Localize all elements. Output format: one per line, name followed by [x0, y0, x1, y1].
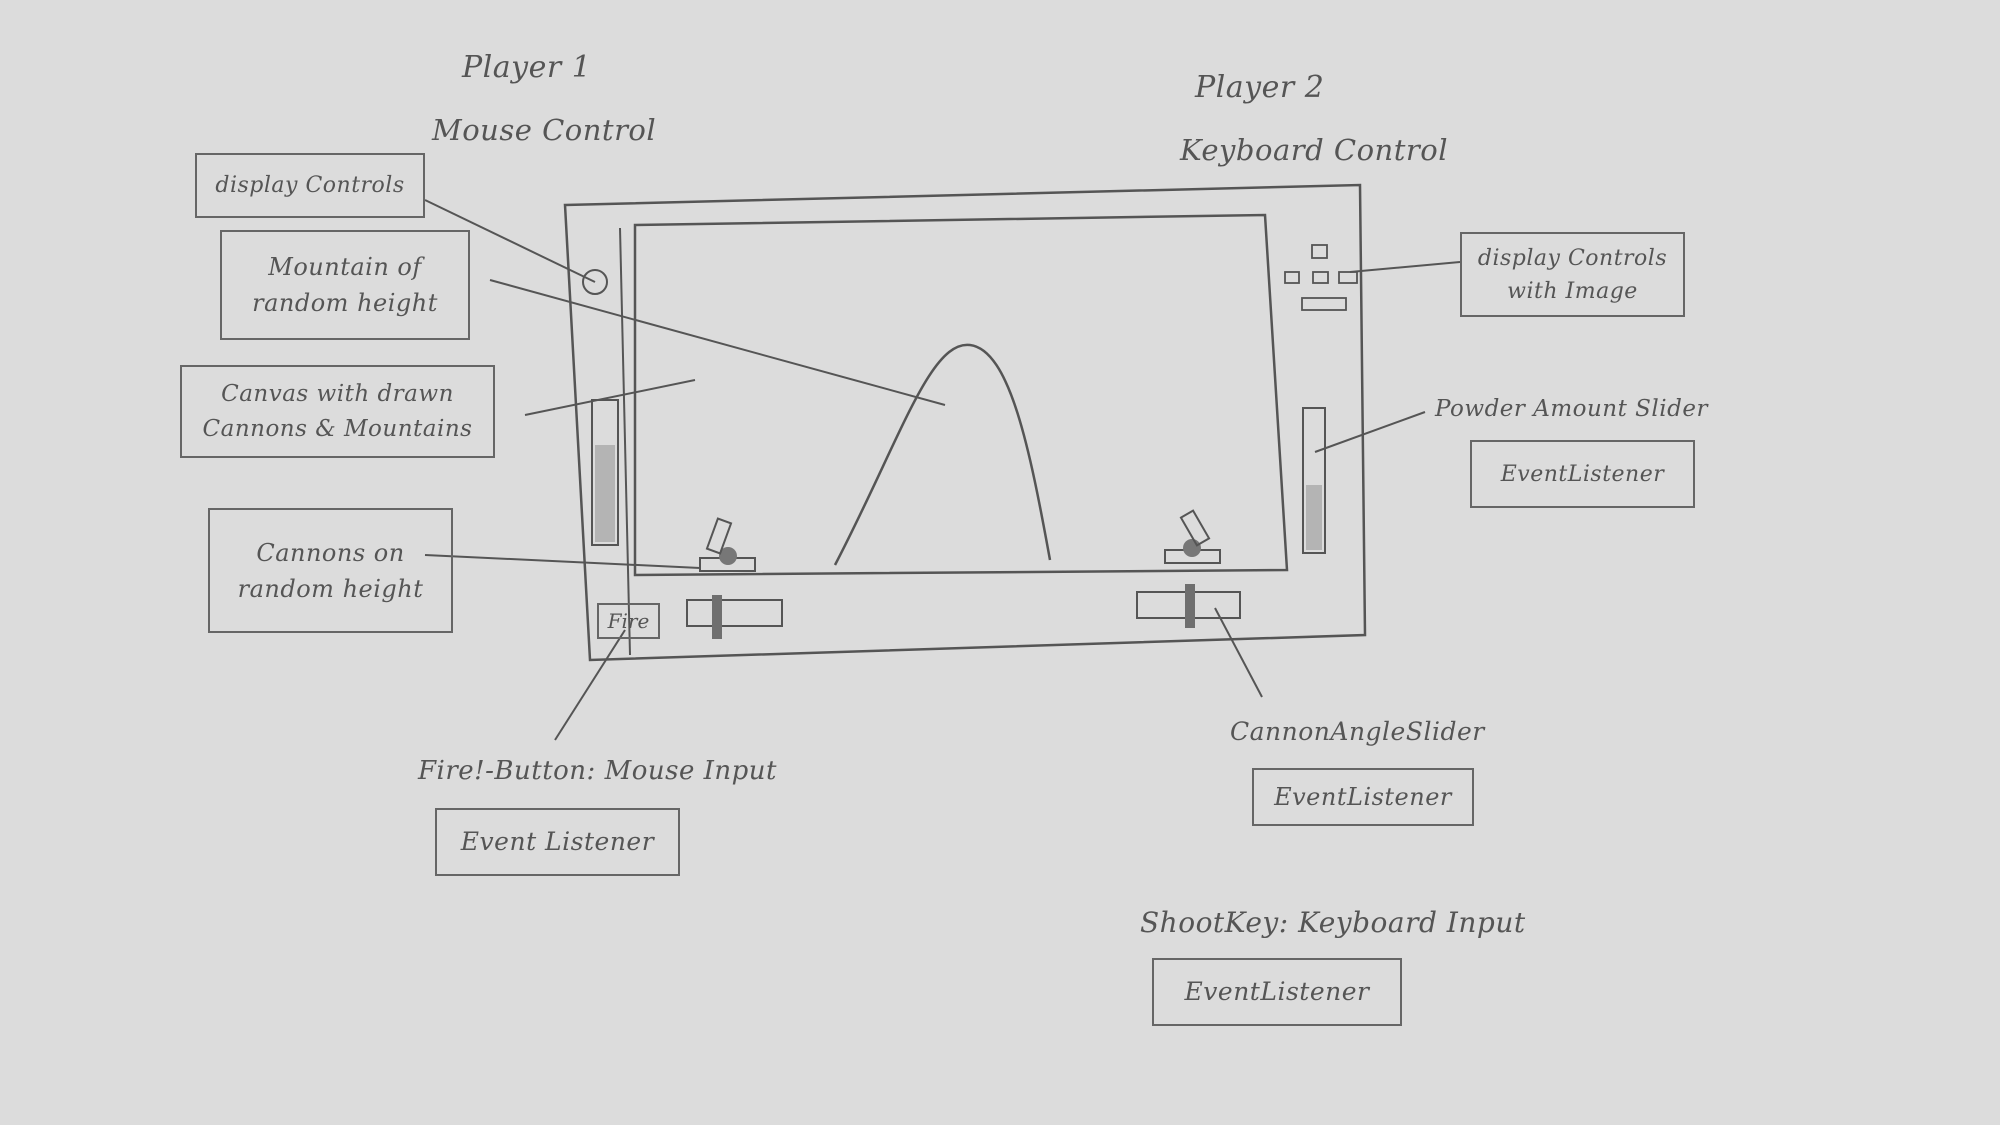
connector-angle-slider: [1214, 607, 1263, 698]
label-fire-listener: Event Listener: [435, 808, 680, 876]
circle-icon: [582, 269, 608, 295]
square-icon: [1284, 271, 1300, 284]
mountain-shape: [833, 343, 1052, 566]
connector-cannons: [424, 554, 701, 569]
cannon-left-barrel: [705, 517, 733, 555]
cannon-right-barrel: [1179, 509, 1211, 547]
powder-slider-right-fill: [1306, 485, 1322, 550]
label-powder-listener: EventListener: [1470, 440, 1695, 508]
cannon-right-wheel: [1183, 539, 1201, 557]
label-angle-heading: CannonAngleSlider: [1230, 717, 1485, 746]
connector-canvas: [524, 379, 696, 416]
powder-slider-left-fill: [595, 445, 615, 542]
square-icon: [1312, 271, 1329, 284]
canvas-area: [633, 213, 1289, 577]
angle-slider-right-thumb: [1185, 584, 1195, 628]
connector-mountain: [489, 279, 946, 406]
powder-slider-right: [1302, 407, 1326, 554]
connector-fire-button: [554, 629, 626, 741]
angle-slider-left-thumb: [712, 595, 722, 639]
rectangle-icon: [1301, 297, 1347, 311]
connector-display-controls-right: [1349, 261, 1461, 273]
label-fire-heading: Fire!-Button: Mouse Input: [418, 756, 777, 786]
player1-title: Player 1: [462, 50, 592, 85]
cannon-left-wheel: [719, 547, 737, 565]
square-icon: [1338, 271, 1358, 284]
connector-display-controls-left: [424, 199, 596, 283]
angle-slider-left: [686, 599, 783, 627]
connector-powder-slider: [1314, 411, 1426, 453]
square-icon: [1311, 244, 1328, 259]
player2-title: Player 2: [1195, 70, 1325, 105]
label-shoot-heading: ShootKey: Keyboard Input: [1140, 906, 1526, 939]
label-display-controls-left: display Controls: [195, 153, 425, 218]
powder-slider-left: [591, 399, 619, 546]
label-angle-listener: EventListener: [1252, 768, 1474, 826]
player2-control: Keyboard Control: [1180, 133, 1448, 167]
game-window-frame: [563, 183, 1367, 662]
player1-control: Mouse Control: [432, 113, 657, 147]
label-powder-slider: Powder Amount Slider: [1435, 396, 1708, 422]
left-panel-divider: [619, 227, 631, 656]
label-shoot-listener: EventListener: [1152, 958, 1402, 1026]
fire-button[interactable]: Fire: [597, 603, 660, 639]
